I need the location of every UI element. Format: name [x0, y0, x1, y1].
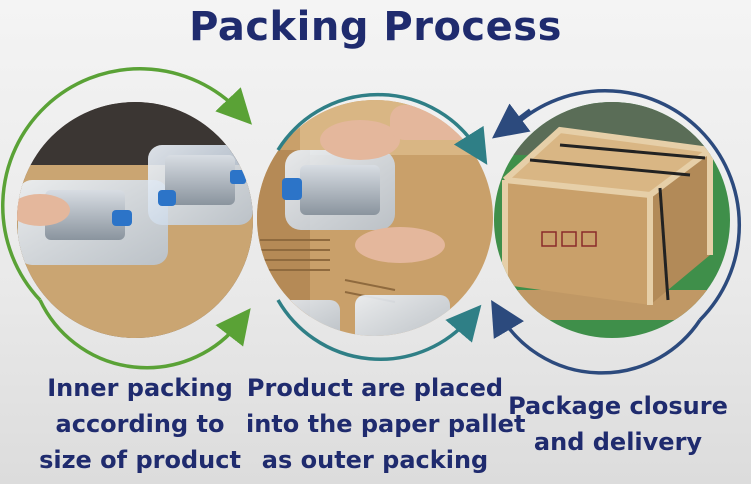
arrow-navy-right [508, 88, 742, 322]
caption-line: and delivery [533, 428, 703, 456]
photo-inner-packing [17, 102, 253, 338]
arrow-green-top [1, 67, 253, 302]
step-caption-inner-packing: Inner packing according to size of produ… [22, 370, 258, 478]
arrow-navy-bottom [491, 299, 702, 375]
photo-package-closure [494, 102, 730, 338]
caption-line: size of product [39, 446, 241, 474]
arrow-teal-bottom [276, 299, 482, 361]
page-title: Packing Process [189, 4, 562, 50]
arrow-green-bottom [38, 299, 251, 370]
caption-line: Inner packing [47, 374, 233, 402]
caption-line: according to [55, 410, 225, 438]
arrow-navy-top [492, 103, 532, 139]
caption-line: Product are placed [246, 374, 504, 402]
step-caption-closure-delivery: Package closure and delivery [498, 388, 738, 460]
caption-line: Package closure [508, 392, 728, 420]
arrow-teal-top [276, 92, 488, 165]
caption-line: as outer packing [261, 446, 489, 474]
caption-line: into the paper pallet [246, 410, 526, 438]
step-caption-outer-packing: Product are placed into the paper pallet… [246, 370, 526, 478]
